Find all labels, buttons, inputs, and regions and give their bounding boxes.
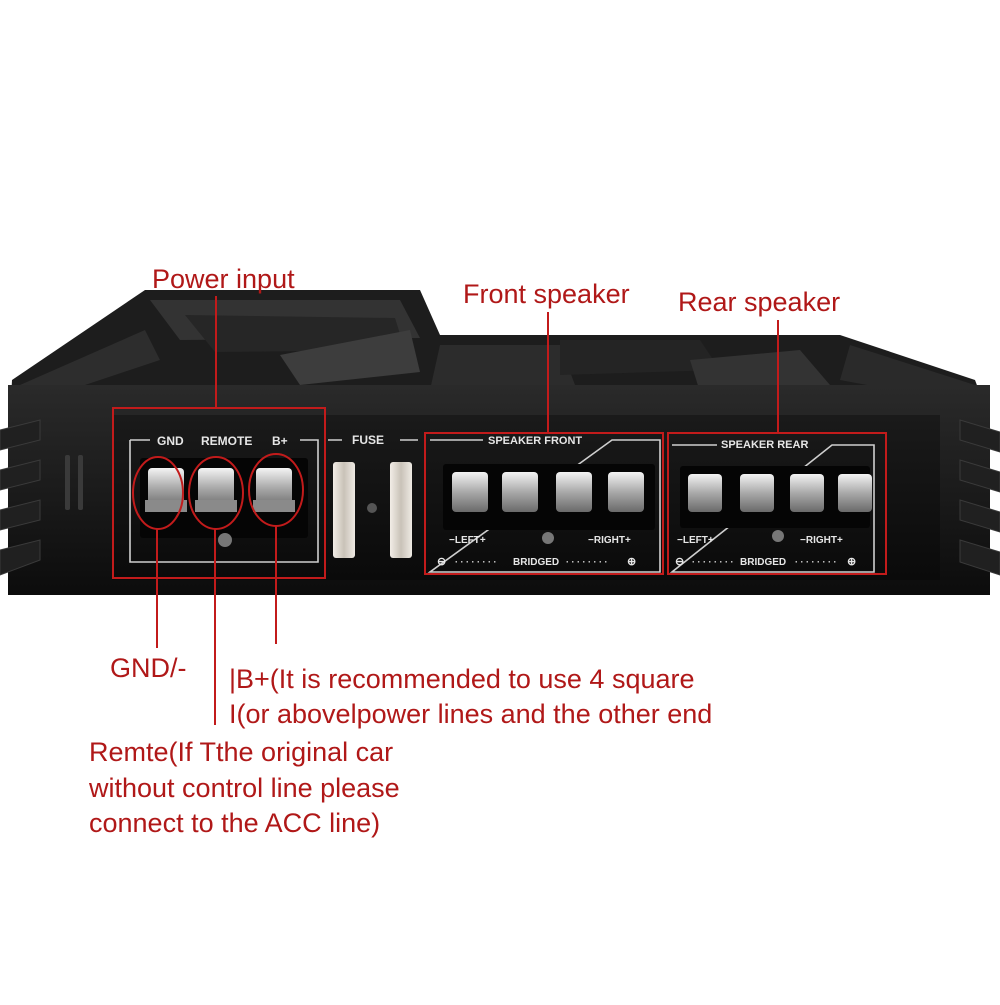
rear-speaker-label: Rear speaker <box>678 287 841 317</box>
svg-text:· · · · · · · ·: · · · · · · · · <box>795 557 836 567</box>
front-left-label: −LEFT+ <box>449 535 486 546</box>
fuse-right <box>390 462 412 558</box>
panel-label-gnd: GND <box>157 434 184 448</box>
remote-annotation-line3: connect to the ACC line) <box>89 808 381 838</box>
terminal-gnd <box>145 468 187 512</box>
terminal-remote <box>195 468 237 512</box>
panel-label-b-plus: B+ <box>272 434 288 448</box>
remote-annotation-line1: Remte(If Tthe original car <box>89 737 394 767</box>
svg-text:· · · · · · · ·: · · · · · · · · <box>566 557 607 567</box>
fuse-left <box>333 462 355 558</box>
panel-label-speaker-rear: SPEAKER REAR <box>721 439 808 451</box>
side-fins-left <box>0 419 41 576</box>
front-bridged-plus-icon: ⊕ <box>627 556 636 568</box>
rear-bridged-plus-icon: ⊕ <box>847 556 856 568</box>
rear-speaker-terminals <box>680 466 872 542</box>
rear-left-label: −LEFT+ <box>677 535 714 546</box>
gnd-annotation: GND/- <box>110 653 187 683</box>
rear-bridged-label: BRIDGED <box>740 557 786 568</box>
panel-screw <box>218 533 232 547</box>
b-plus-annotation-line1: |B+(It is recommended to use 4 square <box>229 664 695 694</box>
b-plus-annotation-line2: I(or abovelpower lines and the other end <box>229 699 713 729</box>
front-bridged-label: BRIDGED <box>513 557 559 568</box>
panel-borders <box>129 439 875 573</box>
rear-bridged-minus-icon: ⊖ <box>675 556 684 568</box>
front-speaker-box <box>424 432 664 575</box>
side-fins-right <box>959 419 1000 576</box>
panel-label-speaker-front: SPEAKER FRONT <box>488 435 582 447</box>
panel-label-fuse: FUSE <box>352 433 384 447</box>
terminal-b-plus <box>253 468 295 512</box>
front-speaker-terminals <box>443 464 655 544</box>
rear-right-label: −RIGHT+ <box>800 535 843 546</box>
svg-text:· · · · · · · ·: · · · · · · · · <box>455 557 496 567</box>
panel-text: GND REMOTE B+ FUSE SPEAKER FRONT SPEAKER… <box>157 433 856 568</box>
svg-text:· · · · · · · ·: · · · · · · · · <box>692 557 733 567</box>
remote-annotation-line2: without control line please <box>89 773 400 803</box>
callout-markings <box>112 296 887 725</box>
fuse-holder <box>333 462 412 558</box>
front-right-label: −RIGHT+ <box>588 535 631 546</box>
power-input-label: Power input <box>152 264 295 294</box>
panel-label-remote: REMOTE <box>201 434 252 448</box>
power-input-box <box>112 407 326 579</box>
front-bridged-minus-icon: ⊖ <box>437 556 446 568</box>
power-terminals <box>140 458 308 547</box>
front-speaker-label: Front speaker <box>463 279 630 309</box>
